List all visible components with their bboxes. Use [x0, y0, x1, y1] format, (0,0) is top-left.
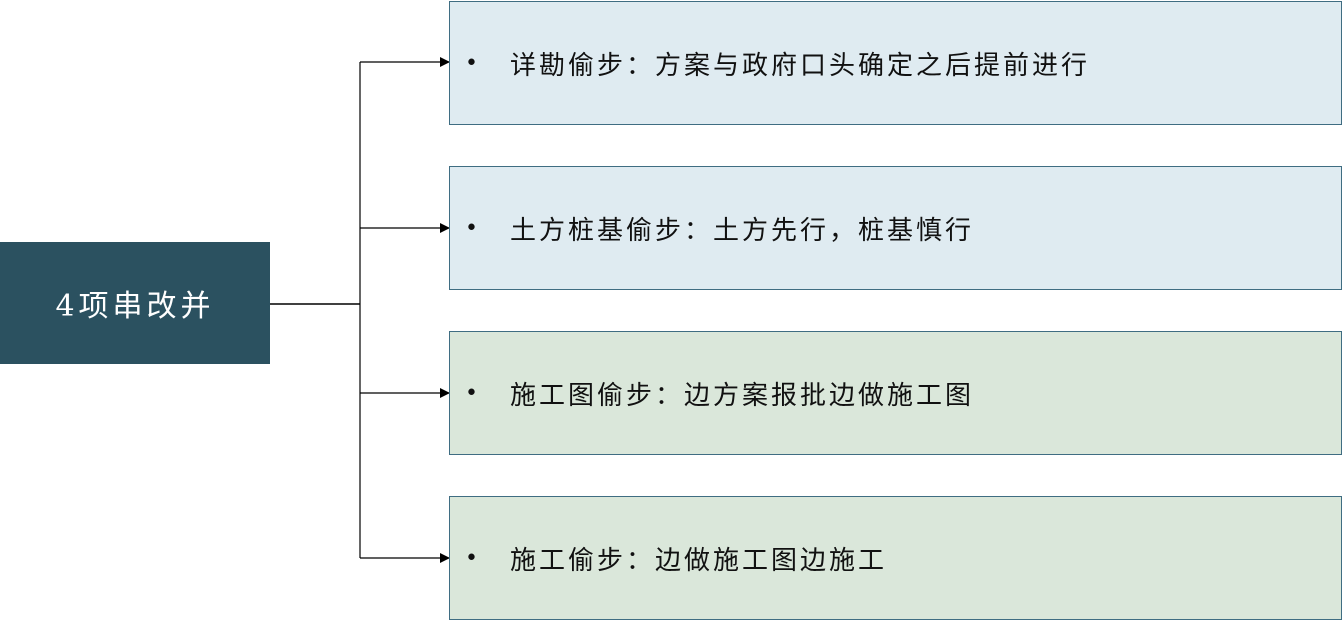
- branch-text: 施工偷步：边做施工图边施工: [510, 545, 888, 576]
- bullet-icon: •: [465, 380, 481, 406]
- branch-text: 详勘偷步：方案与政府口头确定之后提前进行: [510, 50, 1091, 81]
- root-node: 4项串改并: [0, 242, 270, 364]
- bullet-icon: •: [465, 545, 481, 571]
- branch-node-earthwork: • 土方桩基偷步：土方先行，桩基慎行: [449, 166, 1342, 290]
- branch-node-drawings: • 施工图偷步：边方案报批边做施工图: [449, 331, 1342, 455]
- branch-text: 施工图偷步：边方案报批边做施工图: [510, 380, 975, 411]
- bullet-icon: •: [465, 215, 481, 241]
- root-label: 4项串改并: [55, 289, 215, 324]
- bullet-icon: •: [465, 50, 481, 76]
- branch-text: 土方桩基偷步：土方先行，桩基慎行: [510, 215, 975, 246]
- branch-node-construction: • 施工偷步：边做施工图边施工: [449, 496, 1342, 620]
- branch-node-survey: • 详勘偷步：方案与政府口头确定之后提前进行: [449, 1, 1342, 125]
